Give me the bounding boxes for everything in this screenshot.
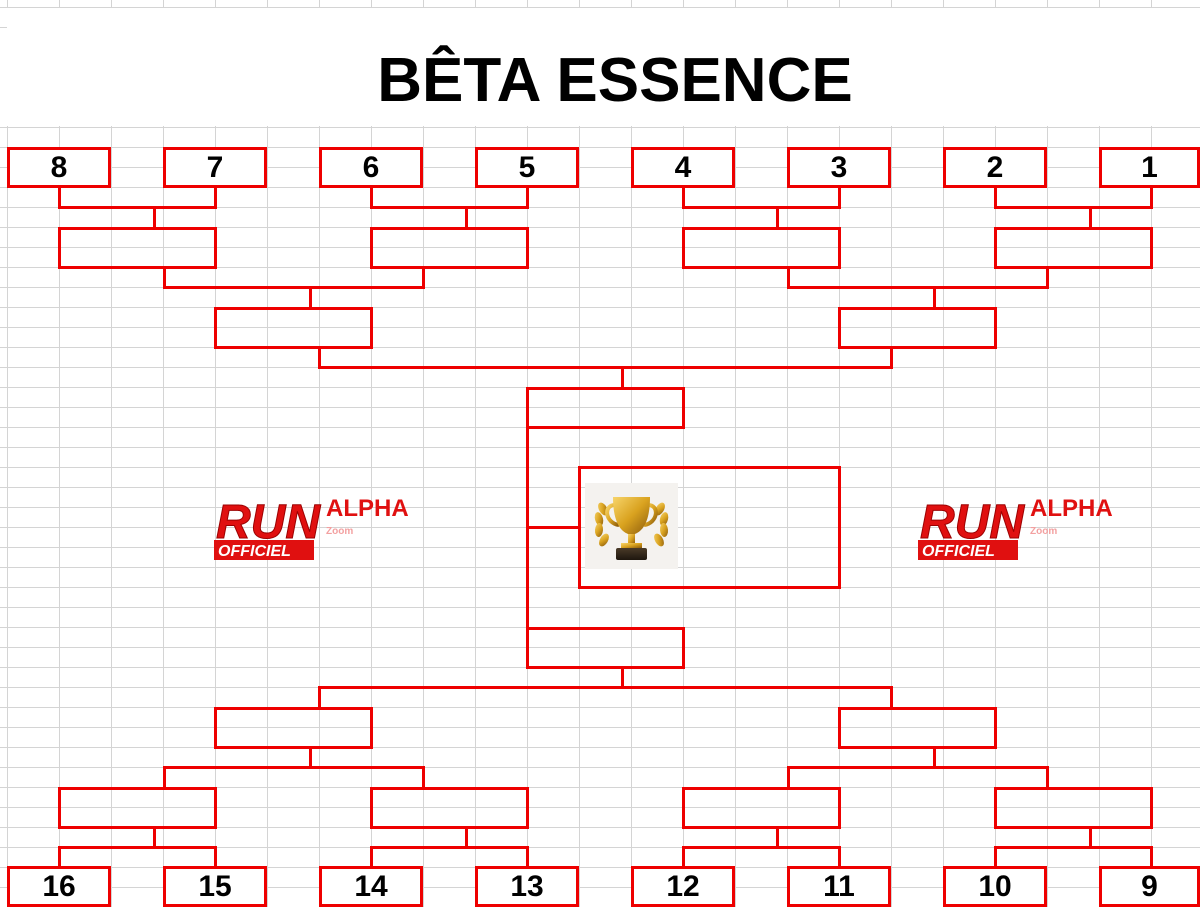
seed-box-bottom-6[interactable]: 11	[787, 866, 891, 907]
bracket-line	[153, 828, 156, 848]
logo-word-right: ALPHA	[1030, 495, 1113, 522]
bracket-line	[890, 686, 893, 708]
bracket-line	[309, 748, 312, 768]
bracket-line	[776, 828, 779, 848]
bracket-line	[370, 206, 529, 209]
bracket-line	[58, 206, 217, 209]
bracket-line	[1046, 766, 1049, 788]
seed-box-top-5[interactable]: 4	[631, 147, 735, 188]
bracket-line	[787, 286, 1049, 289]
match-box-r2-bottom[interactable]	[994, 787, 1153, 829]
match-box-r2-top[interactable]	[682, 227, 841, 269]
seed-box-bottom-3[interactable]: 14	[319, 866, 423, 907]
bracket-line	[526, 526, 580, 529]
bracket-line	[163, 766, 166, 788]
bracket-line	[422, 766, 425, 788]
bracket-line	[309, 286, 312, 308]
bracket-line	[370, 846, 529, 849]
bracket-line	[465, 206, 468, 228]
semifinal-box-top[interactable]	[526, 387, 685, 429]
run-alpha-logo-right: RUN OFFICIEL ALPHA Zoom	[918, 486, 1144, 564]
bracket-line	[214, 846, 217, 867]
bracket-line	[1150, 188, 1153, 208]
bracket-line	[58, 188, 61, 208]
bracket-line	[682, 846, 841, 849]
seed-box-bottom-4[interactable]: 13	[475, 866, 579, 907]
match-box-r3-top[interactable]	[838, 307, 997, 349]
bracket-line	[465, 828, 468, 848]
seed-box-top-3[interactable]: 6	[319, 147, 423, 188]
bracket-line	[787, 268, 790, 288]
match-box-r2-bottom[interactable]	[370, 787, 529, 829]
bracket-line	[1046, 268, 1049, 288]
bracket-line	[163, 286, 425, 289]
seed-box-bottom-1[interactable]: 16	[7, 866, 111, 907]
match-box-r2-bottom[interactable]	[682, 787, 841, 829]
bracket-line	[58, 846, 61, 867]
bracket-line	[318, 366, 893, 369]
bracket-line	[153, 206, 156, 228]
bracket-line	[1089, 828, 1092, 848]
match-box-r2-top[interactable]	[370, 227, 529, 269]
match-box-r3-top[interactable]	[214, 307, 373, 349]
bracket-line	[318, 686, 321, 708]
bracket-line	[422, 268, 425, 288]
bracket-line	[1150, 846, 1153, 867]
seed-box-top-2[interactable]: 7	[163, 147, 267, 188]
match-box-r3-bottom[interactable]	[214, 707, 373, 749]
bracket-line	[933, 748, 936, 768]
seed-box-top-8[interactable]: 1	[1099, 147, 1200, 188]
bracket-line	[787, 766, 790, 788]
bracket-line	[621, 366, 624, 388]
seed-box-top-7[interactable]: 2	[943, 147, 1047, 188]
seed-box-top-6[interactable]: 3	[787, 147, 891, 188]
bracket-line	[318, 348, 321, 368]
logo-word-sub: OFFICIEL	[922, 543, 995, 560]
logo-word-small: Zoom	[326, 526, 353, 537]
match-box-r3-bottom[interactable]	[838, 707, 997, 749]
bracket-line	[890, 348, 893, 368]
bracket-line	[994, 846, 997, 867]
bracket-line	[1089, 206, 1092, 228]
match-box-r2-top[interactable]	[994, 227, 1153, 269]
seed-box-bottom-5[interactable]: 12	[631, 866, 735, 907]
logo-word-sub: OFFICIEL	[218, 543, 291, 560]
logo-word-right: ALPHA	[326, 495, 409, 522]
bracket-line	[214, 188, 217, 208]
bracket-line	[838, 846, 841, 867]
bracket-line	[994, 846, 1153, 849]
seed-box-top-1[interactable]: 8	[7, 147, 111, 188]
bracket-line	[994, 188, 997, 208]
match-box-r2-top[interactable]	[58, 227, 217, 269]
logo-word-small: Zoom	[1030, 526, 1057, 537]
bracket-line	[370, 846, 373, 867]
bracket-line	[370, 188, 373, 208]
bracket-line	[787, 766, 1049, 769]
bracket-line	[933, 286, 936, 308]
page-title: BÊTA ESSENCE	[0, 45, 1200, 116]
match-box-r2-bottom[interactable]	[58, 787, 217, 829]
bracket-line	[838, 188, 841, 208]
bracket-line	[318, 686, 893, 689]
bracket-line	[994, 206, 1153, 209]
bracket-line	[526, 188, 529, 208]
semifinal-box-bottom[interactable]	[526, 627, 685, 669]
seed-box-bottom-7[interactable]: 10	[943, 866, 1047, 907]
bracket-line	[682, 846, 685, 867]
seed-box-top-4[interactable]: 5	[475, 147, 579, 188]
trophy-icon	[585, 483, 678, 569]
bracket-line	[163, 766, 425, 769]
bracket-line	[776, 206, 779, 228]
run-alpha-logo-left: RUN OFFICIEL ALPHA Zoom	[214, 486, 440, 564]
bracket-line	[58, 846, 217, 849]
seed-box-bottom-8[interactable]: 9	[1099, 866, 1200, 907]
bracket-line	[682, 206, 841, 209]
bracket-line	[163, 268, 166, 288]
bracket-line	[526, 846, 529, 867]
seed-box-bottom-2[interactable]: 15	[163, 866, 267, 907]
bracket-line	[682, 188, 685, 208]
bracket-line	[621, 668, 624, 688]
